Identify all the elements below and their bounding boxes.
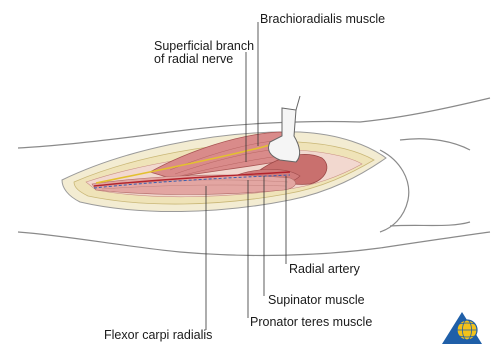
retractor bbox=[268, 96, 300, 162]
label-radial-artery: Radial artery bbox=[289, 263, 360, 276]
label-brachioradialis-muscle: Brachioradialis muscle bbox=[260, 13, 385, 26]
label-pronator-teres-muscle: Pronator teres muscle bbox=[250, 316, 372, 329]
label-superficial-branch-radial-nerve: Superficial branch of radial nerve bbox=[154, 40, 254, 66]
ao-foundation-logo bbox=[440, 308, 484, 348]
label-supinator-muscle: Supinator muscle bbox=[268, 294, 365, 307]
label-flexor-carpi-radialis: Flexor carpi radialis bbox=[104, 329, 212, 342]
